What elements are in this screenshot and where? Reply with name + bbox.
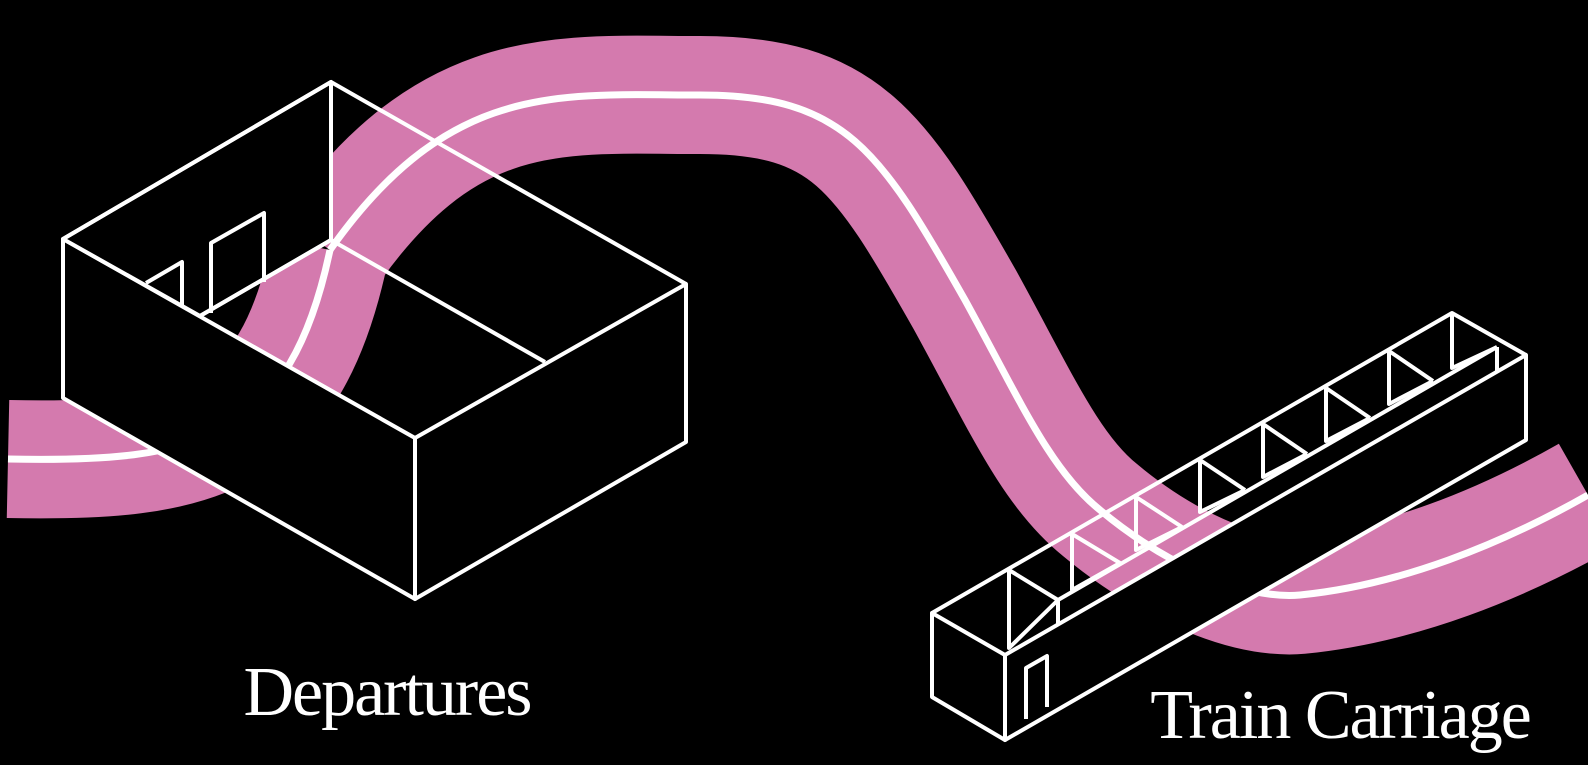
departures-door-2 — [209, 211, 266, 313]
departures-door-1 — [144, 260, 184, 305]
carriage-end-wall — [930, 611, 1007, 742]
train-carriage-label: Train Carriage — [1150, 677, 1530, 754]
carriage-door — [1024, 654, 1049, 719]
carriage-compartments — [1007, 313, 1499, 650]
carriage-long-side — [1003, 353, 1528, 742]
departures-building — [61, 80, 688, 601]
departures-label: Departures — [243, 654, 530, 731]
carriage-inner-rail — [1057, 345, 1498, 602]
departures-front-right-wall — [413, 282, 688, 601]
path-center-line-main — [327, 91, 1588, 599]
train-carriage — [930, 311, 1528, 742]
